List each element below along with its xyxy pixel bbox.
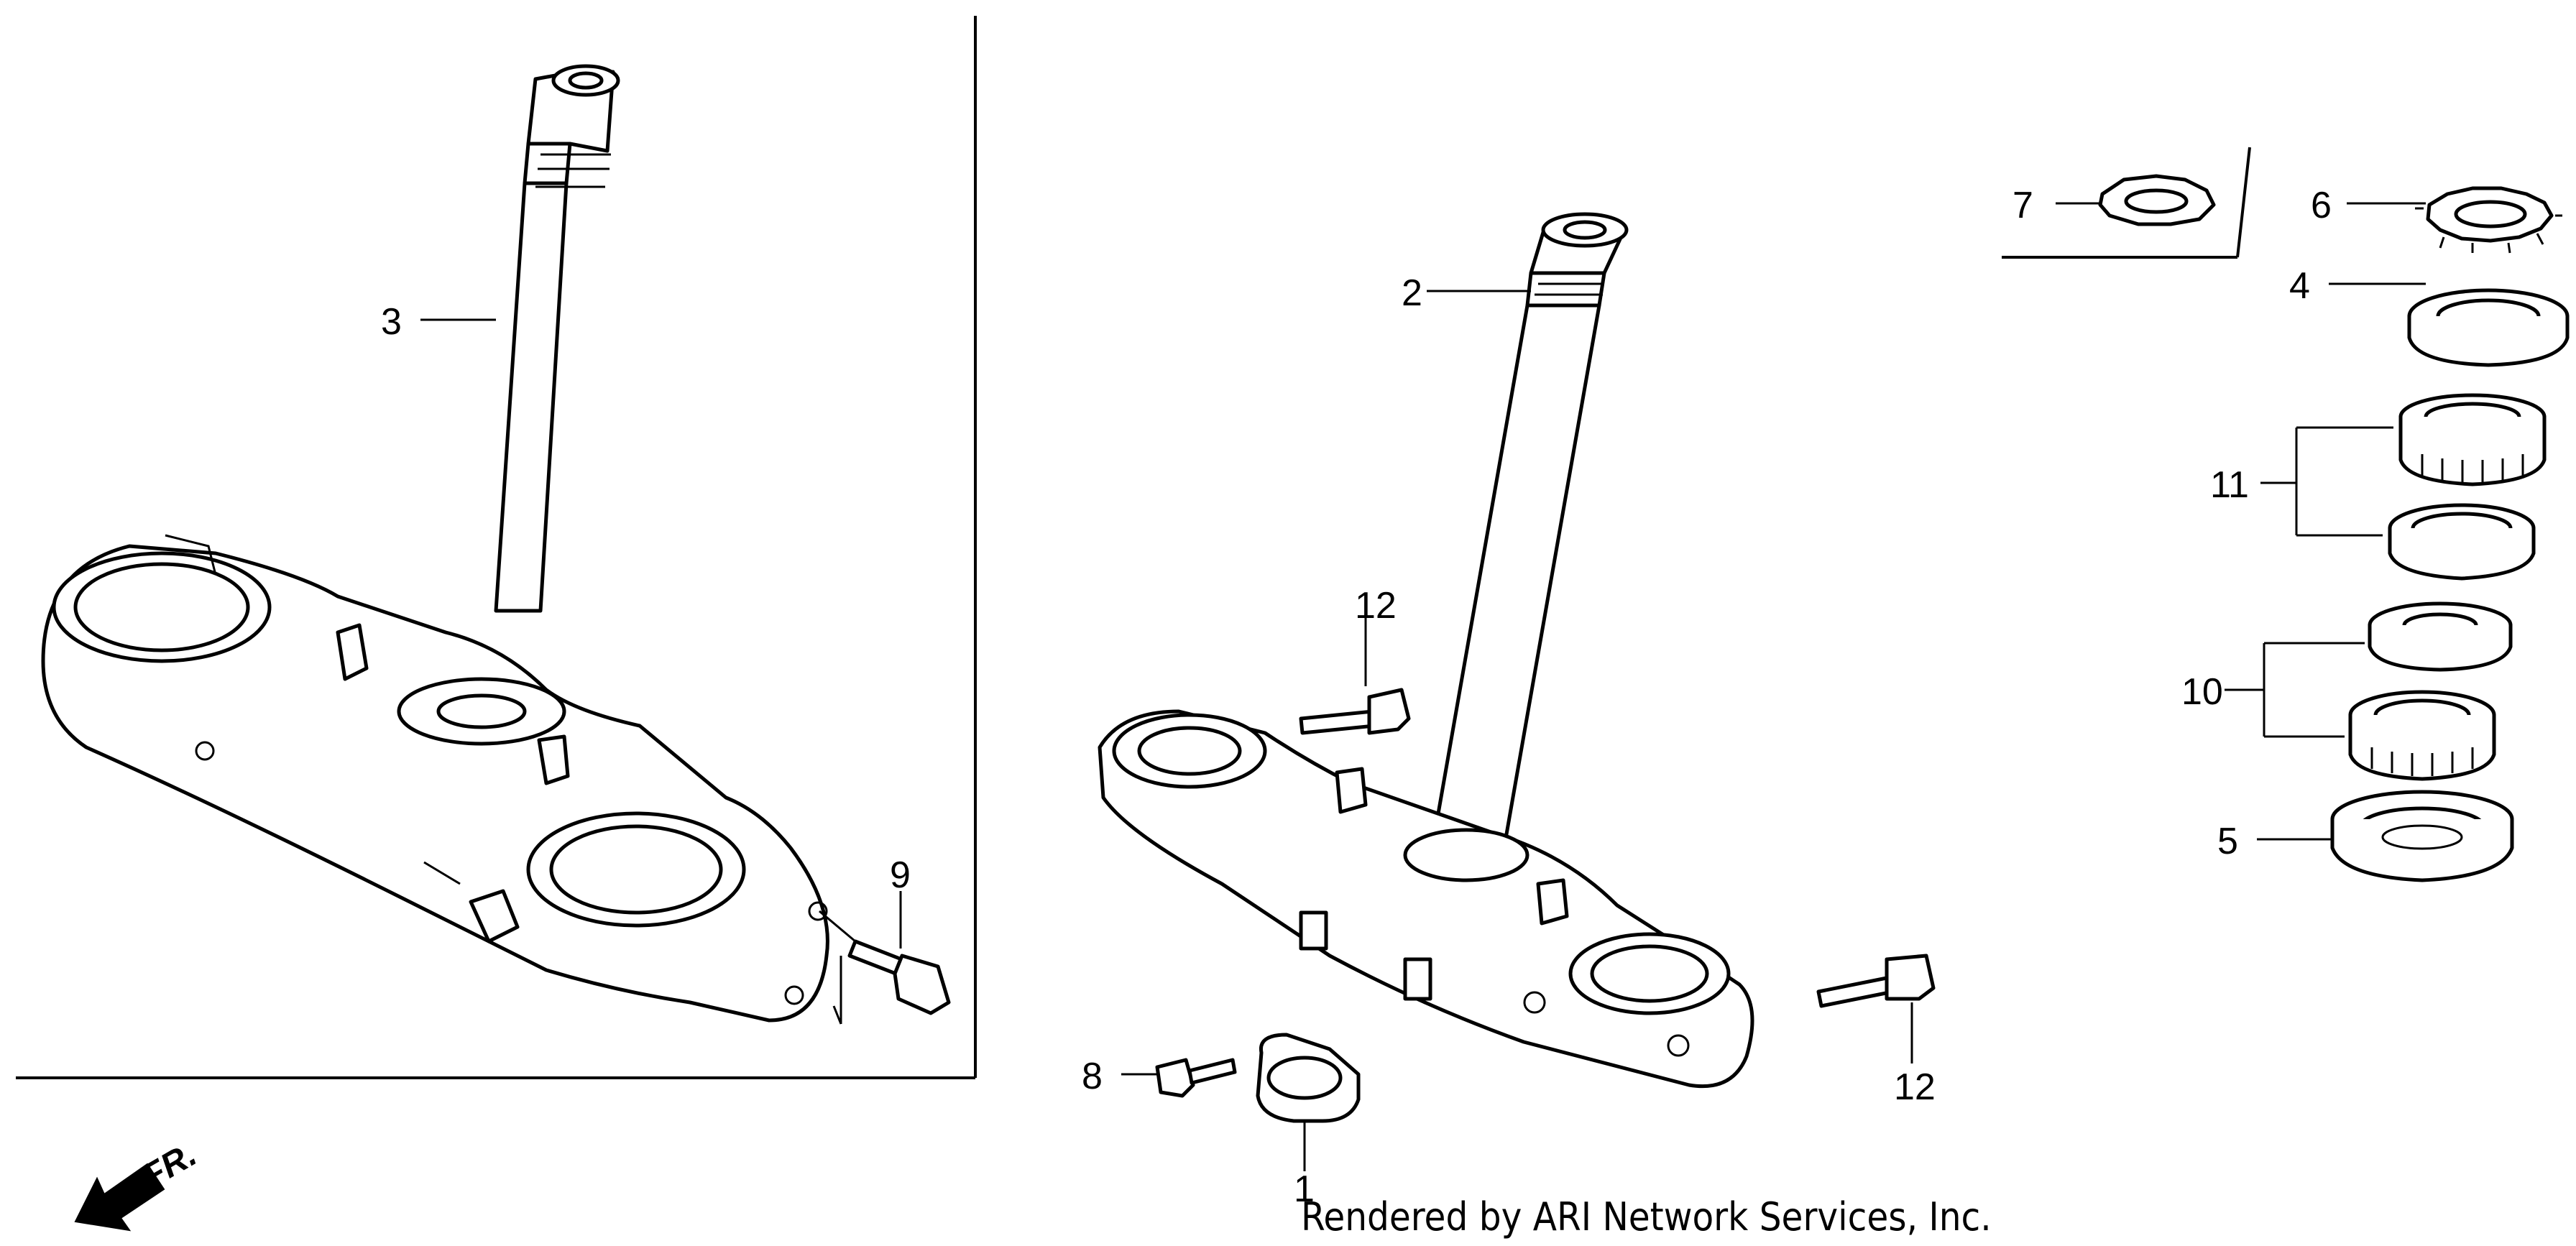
part-5-dust-seal[interactable] — [2330, 790, 2514, 882]
callout-1[interactable]: 1 — [1294, 1168, 1315, 1210]
part-1-wire-clamp[interactable] — [1256, 1033, 1361, 1171]
front-direction-indicator: FR. — [74, 1135, 203, 1232]
part-8-bolt[interactable] — [1121, 1058, 1237, 1098]
callout-10[interactable]: 10 — [2181, 671, 2223, 713]
callout-labels: 1 2 3 4 5 6 7 8 9 10 11 12 12 — [381, 185, 2332, 1210]
callout-12-lower[interactable]: 12 — [1894, 1066, 1936, 1108]
left-assembly-frame — [16, 16, 977, 1079]
nut-group-frame — [2002, 147, 2251, 259]
part-9-pinch-bolt[interactable] — [819, 910, 951, 1025]
callout-6[interactable]: 6 — [2311, 185, 2332, 226]
arrow-down-left-icon — [74, 1163, 165, 1232]
lower-triple-clamp[interactable] — [1098, 709, 1754, 1089]
callout-8[interactable]: 8 — [1082, 1056, 1103, 1097]
part-7-lock-washer[interactable] — [2098, 174, 2216, 226]
callout-9[interactable]: 9 — [890, 854, 911, 896]
callout-3[interactable]: 3 — [381, 301, 402, 343]
render-credit: Rendered by ARI Network Services, Inc. — [1301, 1194, 1992, 1240]
callout-7[interactable]: 7 — [2012, 185, 2033, 226]
callout-2[interactable]: 2 — [1402, 272, 1422, 314]
callout-4[interactable]: 4 — [2289, 265, 2310, 307]
callout-5[interactable]: 5 — [2217, 821, 2238, 862]
part-6-lock-nut[interactable] — [2415, 186, 2562, 254]
part-11-upper-bearing[interactable] — [2388, 393, 2547, 581]
part-2-steering-stem[interactable] — [1428, 212, 1629, 861]
part-4-dust-seal[interactable] — [2407, 288, 2570, 367]
callout-11[interactable]: 11 — [2210, 464, 2249, 506]
part-10-lower-bearing[interactable] — [2348, 601, 2513, 781]
part-12-bolt-a[interactable] — [1299, 618, 1411, 735]
callout-12-upper[interactable]: 12 — [1355, 585, 1397, 627]
part-3-steering-stem-assembly[interactable] — [41, 64, 829, 1023]
part-12-bolt-b[interactable] — [1816, 954, 1936, 1063]
leader-lines — [420, 202, 2426, 949]
